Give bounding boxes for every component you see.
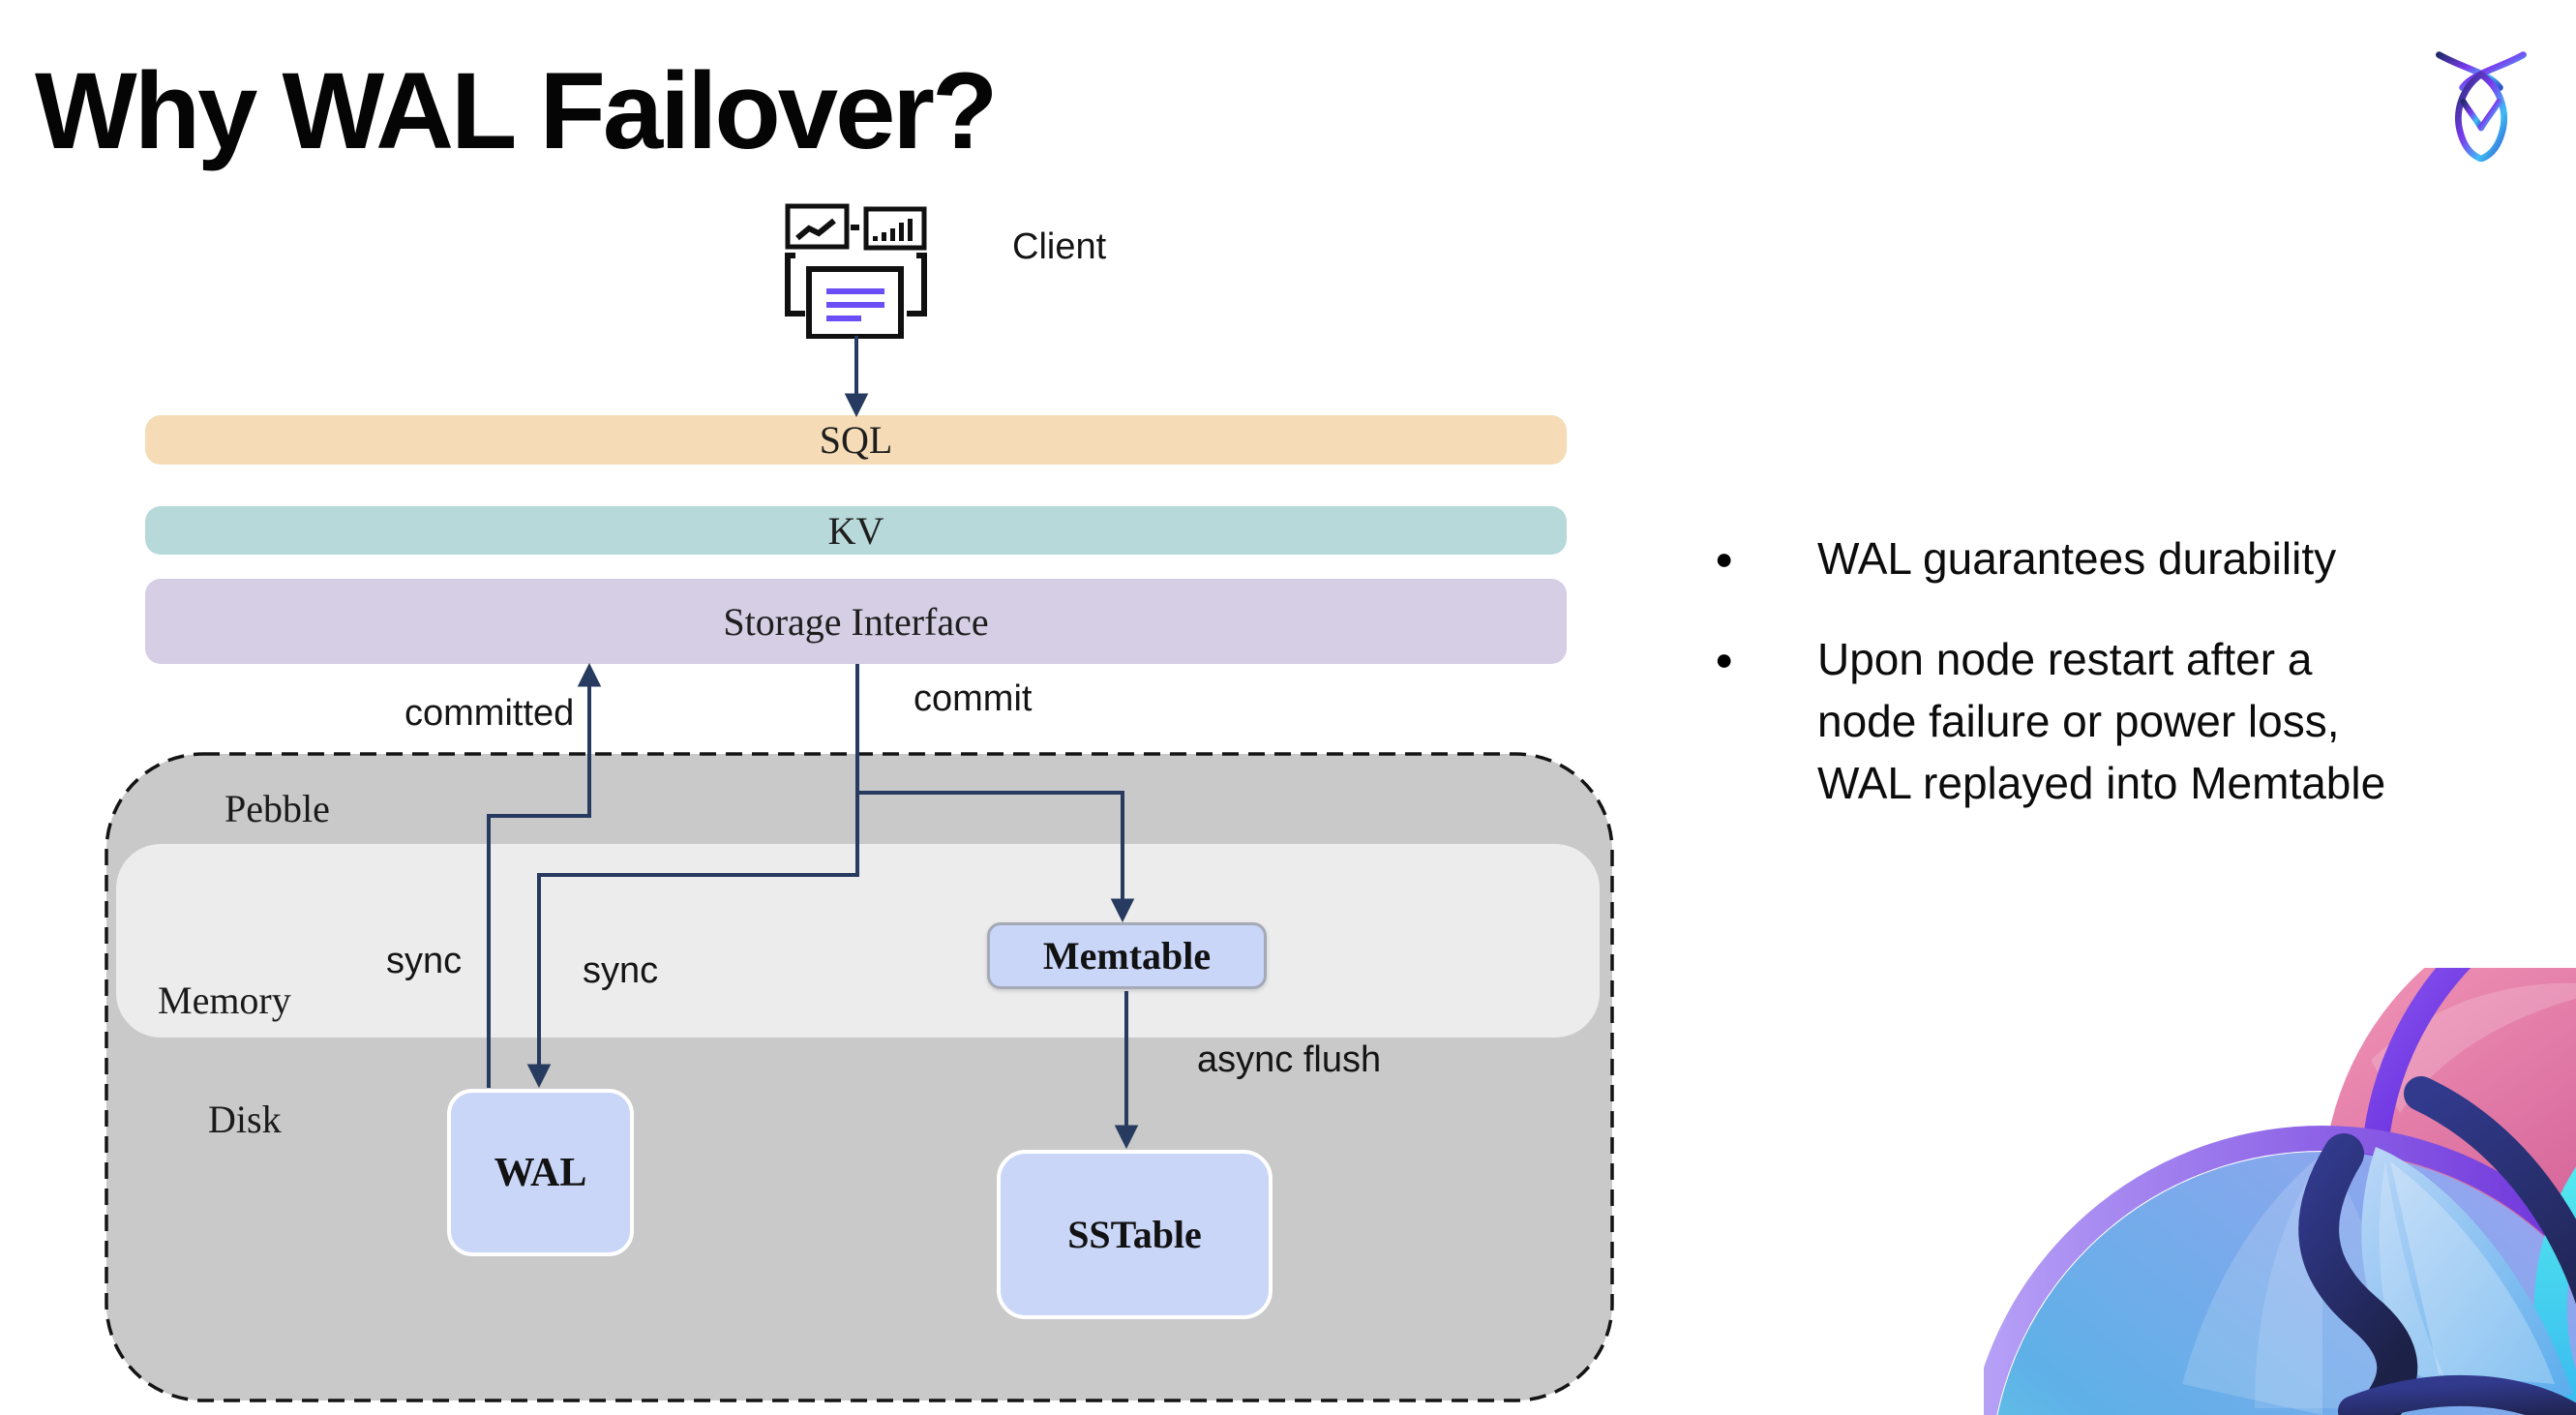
commit-label: commit <box>914 678 1033 719</box>
sync-label-right: sync <box>583 950 659 991</box>
pebble-label: Pebble <box>225 787 330 830</box>
list-item: ● WAL guarantees durability <box>1715 527 2470 589</box>
brand-graphic <box>1984 968 2576 1415</box>
list-item: ● Upon node restart after a node failure… <box>1715 628 2470 814</box>
sync-label-left: sync <box>386 941 463 981</box>
storage-interface-label: Storage Interface <box>723 599 989 644</box>
left-bracket-icon <box>785 253 805 316</box>
right-bracket-icon <box>907 253 927 316</box>
bullet-dot: ● <box>1715 642 1734 677</box>
bullet-text-durability: WAL guarantees durability <box>1817 533 2337 584</box>
memtable-node: Memtable <box>987 922 1267 989</box>
cockroachdb-logo-icon <box>2436 51 2527 162</box>
sstable-label: SSTable <box>1067 1213 1202 1256</box>
committed-label: committed <box>404 693 575 734</box>
wal-label: WAL <box>494 1150 587 1195</box>
line-chart-icon <box>785 203 850 250</box>
page-title: Why WAL Failover? <box>35 50 998 171</box>
storage-interface-bar: Storage Interface <box>145 579 1567 664</box>
sql-layer-bar: SQL <box>145 415 1567 465</box>
sstable-node: SSTable <box>997 1150 1273 1319</box>
bullet-list: ● WAL guarantees durability ● Upon node … <box>1715 527 2470 853</box>
bullet-dot: ● <box>1715 541 1734 576</box>
bullet-text-replay: Upon node restart after a node failure o… <box>1817 634 2386 808</box>
pebble-container <box>105 752 1614 1402</box>
client-label: Client <box>1012 226 1107 267</box>
kv-layer-label: KV <box>827 508 884 553</box>
memtable-label: Memtable <box>1042 934 1212 978</box>
disk-label: Disk <box>208 1098 282 1141</box>
memory-label: Memory <box>158 978 291 1022</box>
sql-layer-label: SQL <box>819 418 893 462</box>
wal-node: WAL <box>447 1089 634 1256</box>
kv-layer-bar: KV <box>145 506 1567 555</box>
memory-band <box>116 844 1600 1038</box>
roach-outline <box>2298 1076 2576 1415</box>
async-flush-label: async flush <box>1197 1039 1382 1080</box>
client-icon <box>785 203 927 339</box>
